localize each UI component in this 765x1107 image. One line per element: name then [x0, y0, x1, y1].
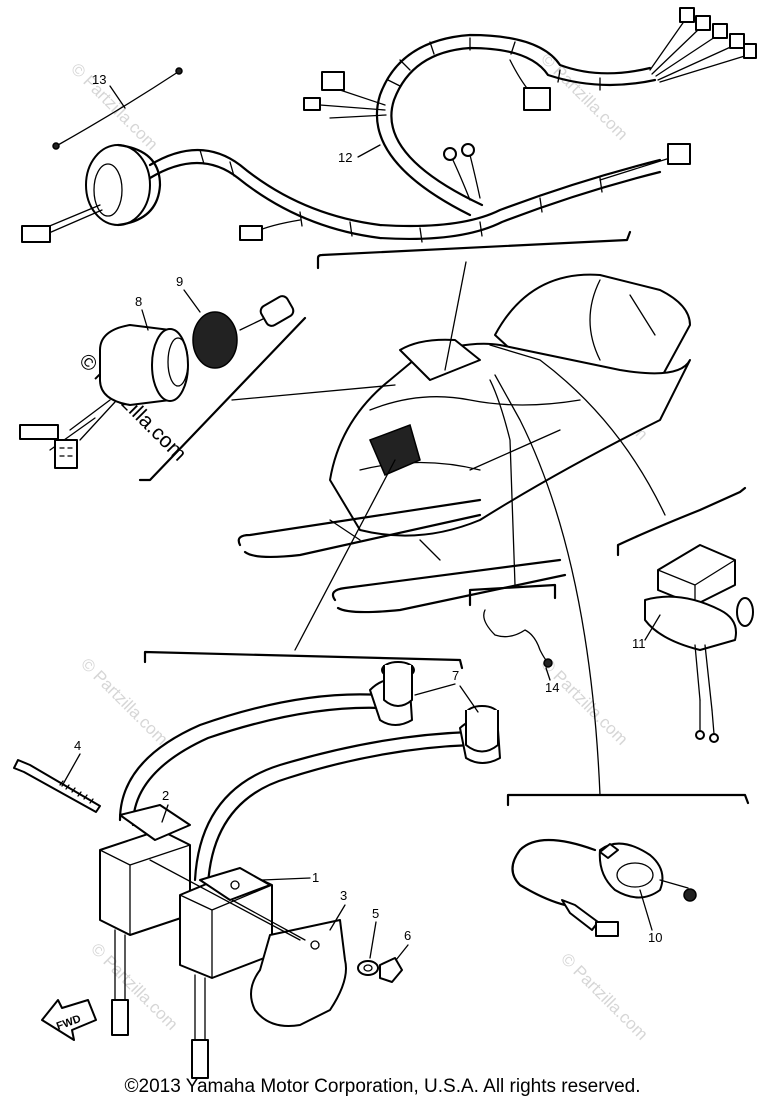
fwd-arrow: FWD [41, 999, 97, 1041]
leader-8 [231, 384, 396, 401]
watermark: © Partzilla.com [537, 49, 631, 143]
watermark: © Partzilla.com [87, 939, 181, 1033]
leader-11 [489, 344, 666, 516]
part-2-coil [99, 804, 191, 1036]
label-12: 12 [338, 150, 352, 165]
label-2: 2 [162, 788, 169, 803]
watermark: © Partzilla.com [557, 949, 651, 1043]
label-4: 4 [74, 738, 81, 753]
part-11-relay [616, 486, 754, 743]
label-13: 13 [92, 72, 106, 87]
part-13-wire [52, 67, 183, 150]
label-14: 14 [545, 680, 559, 695]
part-12-wire-harness [21, 7, 757, 243]
label-6: 6 [404, 928, 411, 943]
leader-10 [494, 374, 601, 796]
part-1-coil [179, 867, 273, 1079]
label-11: 11 [632, 636, 646, 651]
part-14-wire [468, 583, 557, 668]
watermark: © Partzilla.com [537, 654, 631, 748]
watermark: © Partzilla.com [67, 59, 161, 153]
leader-14 [489, 379, 516, 586]
labels: 13 12 8 9 11 14 7 4 2 1 3 5 6 10 [61, 72, 662, 961]
bracket-switch [138, 316, 307, 482]
part-7-plug-caps [118, 661, 501, 887]
part-9-key [192, 295, 295, 369]
part-4-bolt [13, 759, 101, 813]
label-3: 3 [340, 888, 347, 903]
part-8-switch [19, 324, 189, 469]
label-8: 8 [135, 294, 142, 309]
label-1: 1 [312, 870, 319, 885]
bracket-top [316, 230, 632, 270]
watermark: © Partzilla.com [77, 654, 171, 748]
part-6-nut [379, 957, 403, 983]
label-10: 10 [648, 930, 662, 945]
leader-7 [294, 459, 396, 651]
label-5: 5 [372, 906, 379, 921]
part-3-bracket [149, 859, 347, 1027]
leader-12 [444, 261, 467, 371]
label-9: 9 [176, 274, 183, 289]
part-5-washer [357, 960, 379, 976]
copyright-notice: ©2013 Yamaha Motor Corporation, U.S.A. A… [124, 1076, 641, 1097]
label-7: 7 [452, 668, 459, 683]
bracket-coil [143, 650, 464, 670]
part-10-sensor [506, 793, 750, 937]
